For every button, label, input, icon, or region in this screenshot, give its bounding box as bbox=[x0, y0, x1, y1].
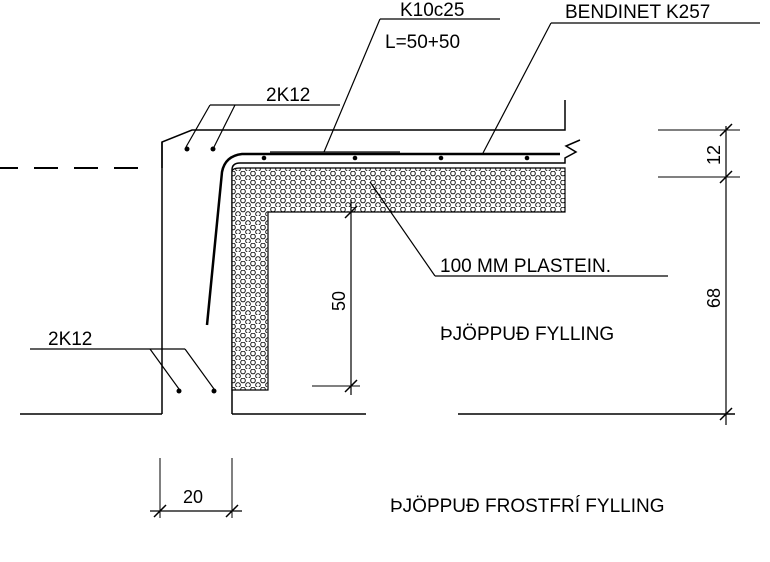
dim-wall-width: 20 bbox=[183, 487, 203, 507]
dim-insulation-depth: 50 bbox=[329, 291, 349, 311]
dim-slab-thickness: 12 bbox=[704, 145, 724, 165]
compacted-fill-label: ÞJÖPPUÐ FYLLING bbox=[440, 324, 614, 345]
dim-total-depth: 68 bbox=[704, 288, 724, 308]
insulation-hatch bbox=[231, 167, 566, 391]
rebar-top-label: K10c25 bbox=[400, 0, 464, 21]
ground-lines bbox=[0, 167, 735, 415]
foundation-outline bbox=[161, 100, 581, 414]
mesh-label: BENDINET K257 bbox=[565, 2, 710, 23]
dimension-lines bbox=[150, 123, 740, 518]
reinforcement bbox=[176, 146, 560, 394]
frostfree-fill-label: ÞJÖPPUÐ FROSTFRÍ FYLLING bbox=[390, 496, 664, 517]
rebar-length-label: L=50+50 bbox=[385, 32, 460, 53]
leader-lines bbox=[30, 18, 760, 390]
lower-bars-label: 2K12 bbox=[48, 329, 92, 350]
upper-bars-label: 2K12 bbox=[266, 85, 310, 106]
insulation-label: 100 MM PLASTEIN. bbox=[440, 256, 611, 277]
